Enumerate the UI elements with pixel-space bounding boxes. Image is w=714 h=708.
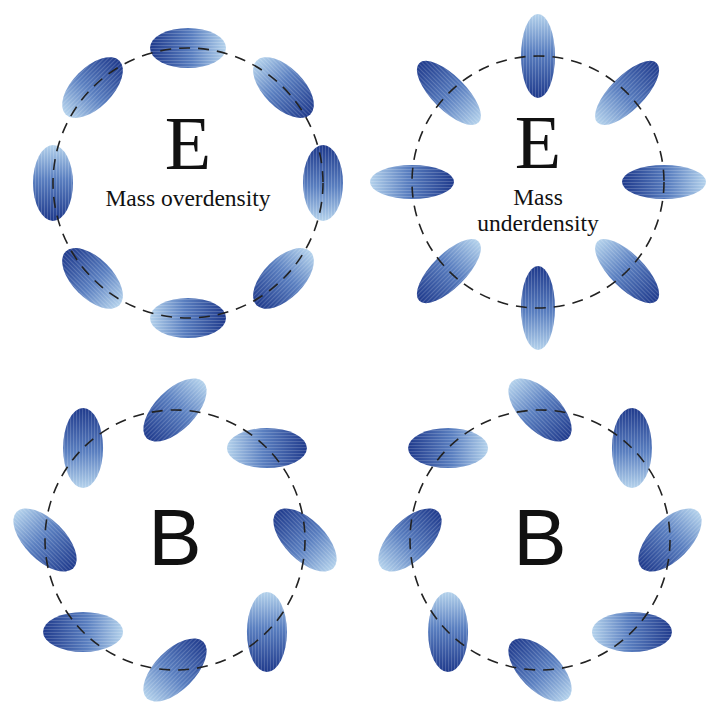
galaxy-ellipse bbox=[227, 428, 307, 468]
dashed-circle-line bbox=[53, 48, 323, 318]
galaxy-fill bbox=[133, 628, 218, 708]
mode-letter: E bbox=[53, 105, 323, 181]
galaxy-fill bbox=[408, 428, 488, 468]
galaxy-fill bbox=[407, 229, 490, 312]
mode-letter: B bbox=[410, 498, 670, 578]
galaxy-fill bbox=[52, 237, 134, 319]
galaxy-ellipse bbox=[498, 628, 583, 708]
mode-panel: B bbox=[45, 410, 305, 670]
galaxy-ellipse bbox=[133, 628, 218, 708]
galaxy-texture bbox=[52, 47, 134, 129]
density-label: Mass underdensity bbox=[453, 184, 623, 236]
dashed-circle-line bbox=[412, 56, 664, 308]
galaxy-texture bbox=[52, 237, 134, 319]
mode-panel: EMass underdensity bbox=[412, 56, 664, 308]
galaxy-texture bbox=[227, 428, 307, 468]
galaxy-ellipse bbox=[52, 237, 134, 319]
dashed-circle-line bbox=[45, 410, 305, 670]
density-label: Mass overdensity bbox=[103, 185, 273, 211]
galaxy-ellipse bbox=[612, 408, 652, 488]
galaxy-texture bbox=[407, 229, 490, 312]
mode-panel: E Mass overdensity bbox=[53, 48, 323, 318]
mode-letter: B bbox=[45, 498, 305, 578]
galaxy-texture bbox=[408, 428, 488, 468]
galaxy-ellipse bbox=[408, 428, 488, 468]
dashed-circle bbox=[412, 56, 664, 308]
galaxy-texture bbox=[63, 408, 103, 488]
galaxy-texture bbox=[498, 628, 583, 708]
galaxy-fill bbox=[498, 628, 583, 708]
galaxy-ellipse bbox=[52, 47, 134, 129]
mode-panel: B bbox=[410, 410, 670, 670]
galaxy-fill bbox=[63, 408, 103, 488]
dashed-circle bbox=[53, 48, 323, 318]
galaxy-ellipse bbox=[63, 408, 103, 488]
galaxy-ellipse bbox=[407, 229, 490, 312]
galaxy-fill bbox=[612, 408, 652, 488]
galaxy-texture bbox=[612, 408, 652, 488]
dashed-circle-line bbox=[410, 410, 670, 670]
galaxy-fill bbox=[52, 47, 134, 129]
mode-letter: E bbox=[412, 104, 664, 180]
galaxy-texture bbox=[133, 628, 218, 708]
galaxy-fill bbox=[227, 428, 307, 468]
